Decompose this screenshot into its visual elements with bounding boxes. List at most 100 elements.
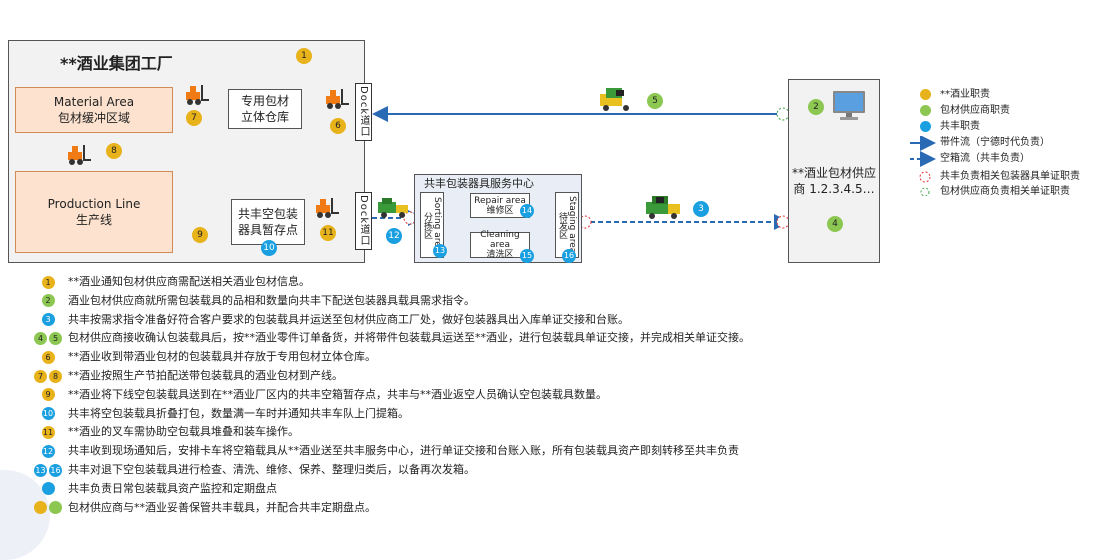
legend-item: 共丰负责相关包装器具单证职责 <box>940 171 1080 182</box>
step-number-badge <box>41 482 55 496</box>
badge-14: 14 <box>520 204 534 218</box>
step-text: 酒业包材供应商就所需包装载具的品相和数量向共丰下配送包装器具载具需求指令。 <box>68 293 475 307</box>
step-number-badge: 1 <box>41 275 55 289</box>
step-text: 共丰收到现场通知后，安排卡车将空箱载具从**酒业送至共丰服务中心，进行单证交接和… <box>68 444 739 458</box>
step-number-badge: 4 <box>34 331 47 345</box>
dock-bottom: Dock道口 <box>355 192 372 250</box>
step-badges: 2 <box>30 294 66 308</box>
step-badges <box>30 482 66 496</box>
badge-9: 9 <box>192 227 208 243</box>
step-number-badge: 5 <box>49 331 62 345</box>
step-row: 包材供应商与**酒业妥善保管共丰载具，并配合共丰定期盘点。 <box>30 500 376 516</box>
step-number-badge: 13 <box>34 463 47 477</box>
badge-8: 8 <box>106 143 122 159</box>
material-area: Material Area 包材缓冲区域 <box>15 87 173 133</box>
step-text: 共丰对退下空包装载具进行检查、清洗、维修、保养、整理归类后，以备再次发箱。 <box>68 463 475 476</box>
step-number-badge: 11 <box>41 425 55 439</box>
dedicated-warehouse: 专用包材立体仓库 <box>228 89 302 129</box>
material-area-cn: 包材缓冲区域 <box>57 111 130 125</box>
step-row: 12 共丰收到现场通知后，安排卡车将空箱载具从**酒业送至共丰服务中心，进行单证交… <box>30 443 739 459</box>
badge-5: 5 <box>647 93 663 109</box>
legend-item: **酒业职责 <box>940 89 990 100</box>
badge-16: 16 <box>562 249 576 263</box>
production-line-cn: 生产线 <box>75 213 112 227</box>
step-number-badge: 6 <box>41 350 55 364</box>
empty-storage-point: 共丰空包装器具暂存点 <box>231 199 305 245</box>
truck-icon <box>646 196 680 219</box>
truck-icon <box>600 88 629 111</box>
badge-12: 12 <box>386 228 402 244</box>
step-badges: 3 <box>30 313 66 327</box>
step-row: 3 共丰按需求指令准备好符合客户要求的包装载具并运送至包材供应商工厂处，做好包装器… <box>30 312 629 328</box>
production-line: Production Line 生产线 <box>15 171 173 253</box>
factory-title: **酒业集团工厂 <box>60 54 173 73</box>
step-text: 包材供应商与**酒业妥善保管共丰载具，并配合共丰定期盘点。 <box>68 500 376 514</box>
step-number-badge: 12 <box>41 444 55 458</box>
step-number-badge <box>49 501 62 515</box>
legend-item: 带件流（宁德时代负责） <box>940 137 1050 148</box>
badge-6: 6 <box>330 118 346 134</box>
step-text: **酒业将下线空包装载具送到在**酒业厂区内的共丰空箱暂存点，共丰与**酒业返空… <box>68 387 607 401</box>
step-badges: 11 <box>30 425 66 439</box>
step-text: 共丰按需求指令准备好符合客户要求的包装载具并运送至包材供应商工厂处，做好包装器具… <box>68 312 629 326</box>
legend-item: 共丰职责 <box>940 121 980 132</box>
dock-top: Dock道口 <box>355 83 372 141</box>
step-text: **酒业的叉车需协助空包载具堆叠和装车操作。 <box>68 425 299 439</box>
production-line-en: Production Line <box>47 197 141 211</box>
badge-7: 7 <box>186 110 202 126</box>
legend-blue-dot-icon <box>920 121 931 132</box>
legend-arrow-icons <box>910 136 936 196</box>
material-area-en: Material Area <box>53 95 135 109</box>
red-dashed-circle <box>578 215 592 229</box>
step-text: 包材供应商接收确认包装载具后，按**酒业零件订单备货，并将带件包装载具运送至**… <box>68 331 750 345</box>
step-badges <box>30 501 66 515</box>
forklift-icon <box>326 89 349 109</box>
step-number-badge: 8 <box>49 369 62 383</box>
legend-yellow-dot-icon <box>920 89 931 100</box>
step-number-badge: 3 <box>41 313 55 327</box>
badge-1: 1 <box>296 48 312 64</box>
legend-item: 包材供应商负责相关单证职责 <box>940 186 1070 197</box>
computer-icon <box>833 91 865 120</box>
step-text: **酒业通知包材供应商需配送相关酒业包材信息。 <box>68 275 310 288</box>
step-number-badge: 2 <box>41 294 55 308</box>
step-text: 共丰负责日常包装载具资产监控和定期盘点 <box>68 481 277 495</box>
step-text: **酒业收到带酒业包材的包装载具并存放于专用包材立体仓库。 <box>68 350 376 364</box>
step-row: 9 **酒业将下线空包装载具送到在**酒业厂区内的共丰空箱暂存点，共丰与**酒业返… <box>30 387 607 403</box>
step-number-badge: 7 <box>34 369 47 383</box>
step-badges: 10 <box>30 407 66 421</box>
step-number-badge: 16 <box>49 463 62 477</box>
badge-11: 11 <box>320 225 336 241</box>
step-badges: 1 <box>30 275 66 289</box>
step-row: 共丰负责日常包装载具资产监控和定期盘点 <box>30 481 277 497</box>
step-text: 共丰将空包装载具折叠打包，数量满一车时并通知共丰车队上门提箱。 <box>68 406 409 420</box>
step-text: **酒业按照生产节拍配送带包装载具的酒业包材到产线。 <box>68 369 343 382</box>
step-row: 2 酒业包材供应商就所需包装载具的品相和数量向共丰下配送包装器具载具需求指令。 <box>30 293 475 309</box>
step-badges: 9 <box>30 388 66 402</box>
badge-3: 3 <box>693 201 709 217</box>
step-number-badge: 9 <box>41 388 55 402</box>
staging-area: Staging area 待发区 <box>555 192 579 258</box>
badge-10: 10 <box>261 240 277 256</box>
step-row: 1 **酒业通知包材供应商需配送相关酒业包材信息。 <box>30 274 310 290</box>
badge-2: 2 <box>808 99 824 115</box>
step-number-badge <box>34 501 47 515</box>
badge-13: 13 <box>433 244 447 258</box>
step-row: 6 **酒业收到带酒业包材的包装载具并存放于专用包材立体仓库。 <box>30 349 376 365</box>
legend-item: 包材供应商职责 <box>940 105 1010 116</box>
badge-4: 4 <box>827 216 843 232</box>
forklift-icon <box>186 85 209 105</box>
step-badges: 6 <box>30 350 66 364</box>
supplier-name: **酒业包材供应商 1.2.3.4.5… <box>791 166 876 196</box>
step-row: 11 **酒业的叉车需协助空包载具堆叠和装车操作。 <box>30 424 299 440</box>
forklift-icon <box>68 145 91 165</box>
forklift-icon <box>316 198 339 218</box>
legend-item: 空箱流（共丰负责） <box>940 153 1030 164</box>
legend-green-dot-icon <box>920 105 931 116</box>
service-center-title: 共丰包装器具服务中心 <box>424 177 534 190</box>
